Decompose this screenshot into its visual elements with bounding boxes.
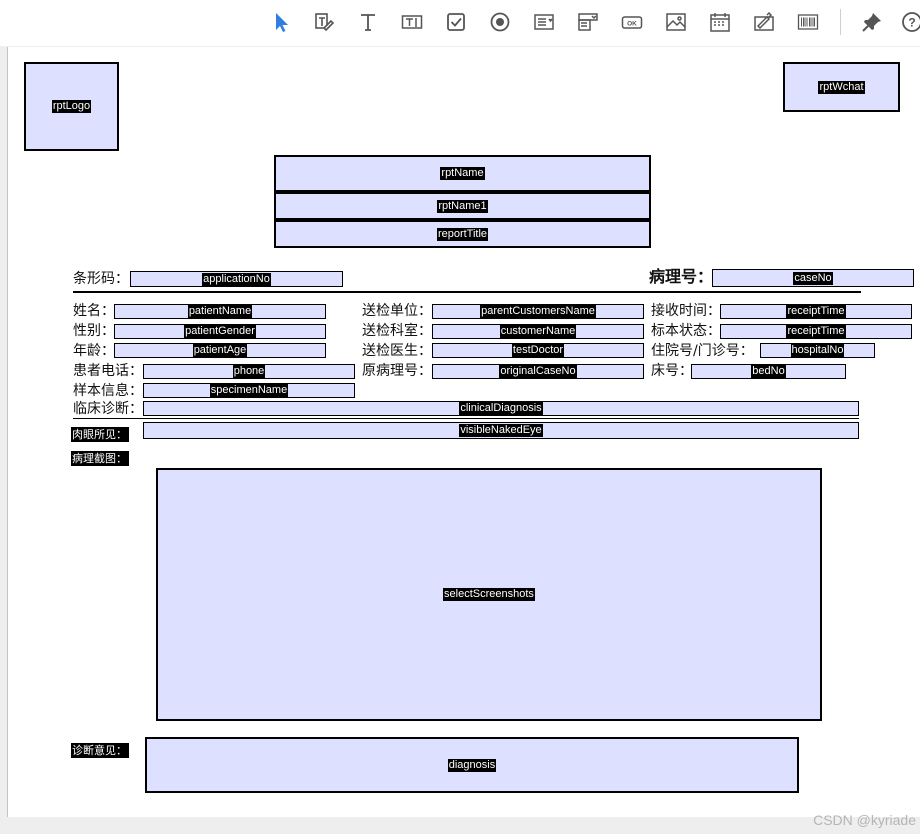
specimen-label: 样本信息：: [73, 383, 143, 399]
field-name: reportTitle: [436, 227, 489, 241]
pointer-tool-icon[interactable]: [267, 8, 295, 36]
field-name: rptName: [440, 167, 485, 180]
date-tool-icon[interactable]: [706, 8, 734, 36]
edit-text-tool-icon[interactable]: [310, 8, 338, 36]
gross-findings-label[interactable]: 肉眼所见：: [71, 427, 129, 442]
bed-field[interactable]: bedNo: [691, 364, 846, 379]
pathology-screenshot-field[interactable]: selectScreenshots: [156, 468, 822, 721]
field-name: receiptTime: [786, 305, 846, 318]
specimen-field[interactable]: specimenName: [143, 383, 355, 398]
field-name: hospitalNo: [790, 344, 845, 357]
field-name: selectScreenshots: [443, 588, 535, 601]
report-name-field[interactable]: rptName: [274, 155, 651, 192]
field-name: patientName: [187, 305, 253, 318]
checkbox-tool-icon[interactable]: [442, 8, 470, 36]
field-name: diagnosis: [447, 758, 497, 772]
dept-field[interactable]: customerName: [432, 324, 644, 339]
dropdown-tool-icon[interactable]: [574, 8, 602, 36]
phone-field[interactable]: phone: [143, 364, 355, 379]
toolbar-separator: [840, 9, 841, 35]
barcode-field[interactable]: applicationNo: [130, 271, 343, 287]
diagnosis-label[interactable]: 诊断意见：: [71, 743, 129, 758]
gender-field[interactable]: patientGender: [114, 324, 326, 339]
field-name: patientGender: [184, 325, 256, 338]
field-name: patientAge: [192, 344, 248, 357]
button-tool-icon[interactable]: OK: [618, 8, 646, 36]
field-name: bedNo: [751, 365, 786, 378]
text-tool-icon[interactable]: [354, 8, 382, 36]
unit-label: 送检单位：: [362, 303, 432, 319]
age-label: 年龄：: [73, 343, 115, 359]
list-box-tool-icon[interactable]: [530, 8, 558, 36]
doctor-label: 送检医生：: [362, 343, 432, 359]
field-name: rptLogo: [51, 100, 92, 113]
image-tool-icon[interactable]: [662, 8, 690, 36]
hospital-no-label: 住院号/门诊号：: [651, 343, 754, 359]
svg-text:OK: OK: [627, 21, 637, 28]
receipt-time-label: 接收时间：: [651, 303, 721, 319]
radio-tool-icon[interactable]: [486, 8, 514, 36]
help-icon[interactable]: ?: [898, 8, 920, 36]
field-name: applicationNo: [202, 272, 271, 286]
diagnosis-field[interactable]: diagnosis: [145, 737, 799, 793]
field-name: phone: [232, 365, 266, 378]
report-logo-field[interactable]: rptLogo: [24, 62, 119, 151]
doctor-field[interactable]: testDoctor: [432, 343, 644, 358]
case-number-field[interactable]: caseNo: [712, 269, 914, 287]
field-name: originalCaseNo: [499, 365, 577, 378]
report-name1-field[interactable]: rptName1: [274, 192, 651, 220]
barcode-tool-icon[interactable]: [794, 8, 822, 36]
patient-name-field[interactable]: patientName: [114, 304, 326, 319]
clinical-diagnosis-field[interactable]: clinicalDiagnosis: [143, 401, 859, 416]
report-wechat-field[interactable]: rptWchat: [783, 62, 900, 112]
field-name: clinicalDiagnosis: [459, 402, 543, 415]
specimen-state-field[interactable]: receiptTime: [720, 324, 912, 339]
field-name: specimenName: [209, 384, 289, 397]
case-number-label: 病理号：: [649, 267, 714, 286]
field-name: customerName: [499, 325, 577, 338]
patient-name-label: 姓名：: [73, 303, 115, 319]
field-name: receiptTime: [786, 325, 846, 338]
original-case-label: 原病理号：: [362, 363, 432, 379]
form-toolbar: OK ?: [0, 0, 920, 47]
bed-label: 床号：: [651, 363, 693, 379]
pathology-screenshot-label[interactable]: 病理截图：: [71, 451, 129, 466]
header-divider: [73, 291, 861, 293]
report-title-field[interactable]: reportTitle: [274, 220, 651, 248]
dept-label: 送检科室：: [362, 323, 432, 339]
svg-text:?: ?: [908, 16, 915, 30]
pin-icon[interactable]: [858, 8, 886, 36]
original-case-field[interactable]: originalCaseNo: [432, 364, 644, 379]
receipt-time-field[interactable]: receiptTime: [720, 304, 912, 319]
text-field-tool-icon[interactable]: [398, 8, 426, 36]
field-name: rptWchat: [818, 80, 865, 94]
unit-field[interactable]: parentCustomersName: [432, 304, 644, 319]
signature-tool-icon[interactable]: [750, 8, 778, 36]
field-name: testDoctor: [511, 344, 565, 357]
hospital-no-field[interactable]: hospitalNo: [760, 343, 875, 358]
age-field[interactable]: patientAge: [114, 343, 326, 358]
field-name: parentCustomersName: [480, 305, 596, 318]
gross-findings-field[interactable]: visibleNakedEye: [143, 422, 859, 439]
phone-label: 患者电话：: [73, 363, 143, 379]
field-name: rptName1: [437, 199, 488, 213]
field-name: caseNo: [793, 271, 833, 285]
barcode-label: 条形码：: [73, 271, 129, 287]
specimen-state-label: 标本状态：: [651, 323, 721, 339]
field-name: visibleNakedEye: [459, 424, 543, 437]
clinical-diagnosis-label: 临床诊断：: [73, 401, 143, 417]
clinical-divider: [73, 418, 859, 419]
watermark: CSDN @kyriade: [813, 812, 916, 828]
gender-label: 性别：: [73, 323, 115, 339]
